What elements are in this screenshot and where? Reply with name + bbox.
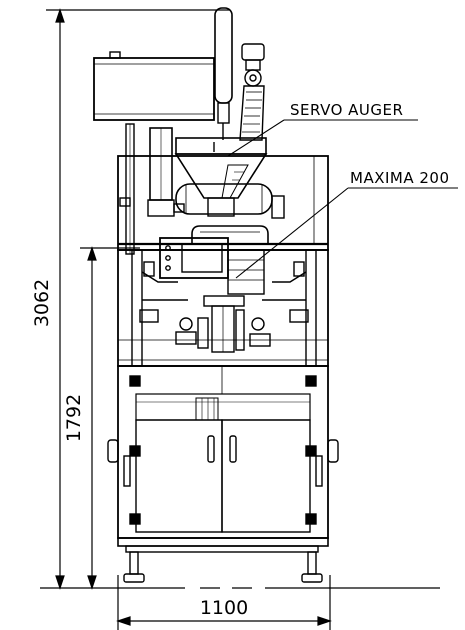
machine-body	[93, 7, 339, 583]
dimension-lines	[40, 8, 440, 630]
lower-height-label: 1792	[63, 394, 85, 442]
callout-leaders	[227, 119, 458, 279]
maxima-callout: MAXIMA 200	[350, 169, 450, 187]
overall-width-label: 1100	[200, 597, 248, 619]
servo-auger-callout: SERVO AUGER	[290, 101, 403, 119]
overall-height-label: 3062	[31, 279, 53, 327]
